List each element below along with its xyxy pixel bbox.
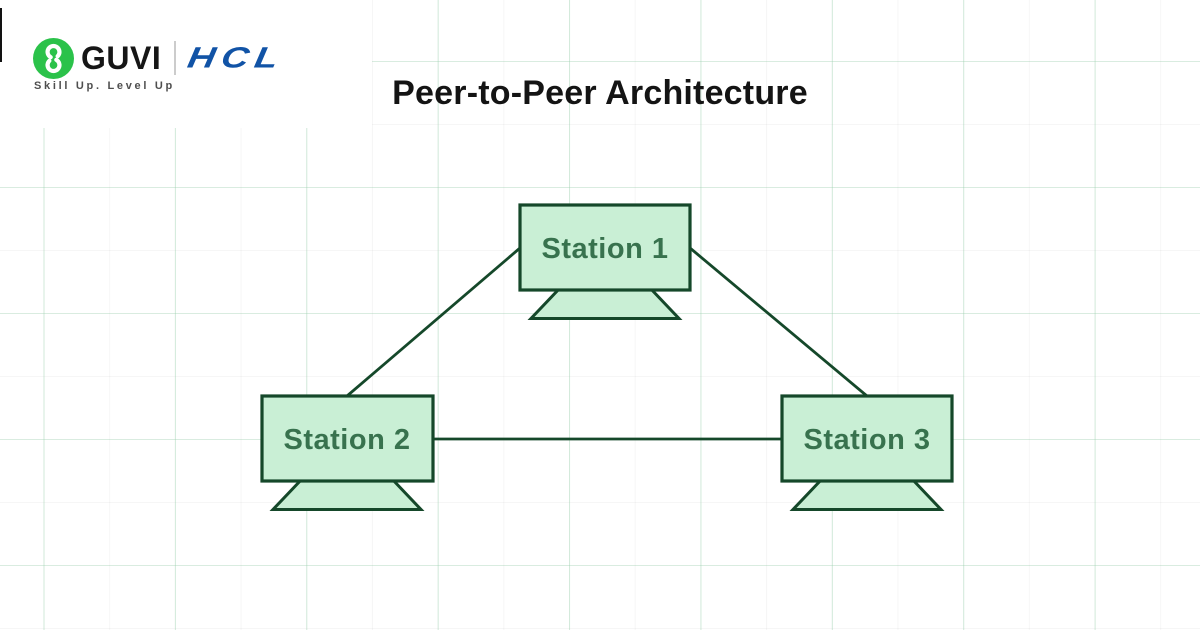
station-2-label: Station 2 [284,424,411,456]
monitor-screen-icon [518,203,692,292]
left-edge-artifact [0,8,2,62]
logo-divider [174,41,177,75]
guvi-wordmark: GUVI [81,40,162,76]
connection-lines [346,246,868,441]
monitor-stand-icon [269,477,425,511]
monitor-stand-icon [789,477,945,511]
station-2-node: Station 2 [260,394,435,511]
brand-logo-row: GUVI HCL [33,37,287,79]
page-title: Peer-to-Peer Architecture [392,74,808,112]
monitor-screen-icon [260,394,435,483]
guvi-g-icon [33,37,74,79]
station-3-label: Station 3 [804,424,931,456]
station-1-node: Station 1 [518,203,692,320]
station-3-node: Station 3 [780,394,954,511]
station-1-label: Station 1 [542,233,669,265]
link-station1-station2 [346,246,521,398]
monitor-stand-icon [527,286,683,320]
brand-tagline: Skill Up. Level Up [34,80,175,92]
monitor-screen-icon [780,394,954,483]
link-station1-station3 [689,246,868,398]
